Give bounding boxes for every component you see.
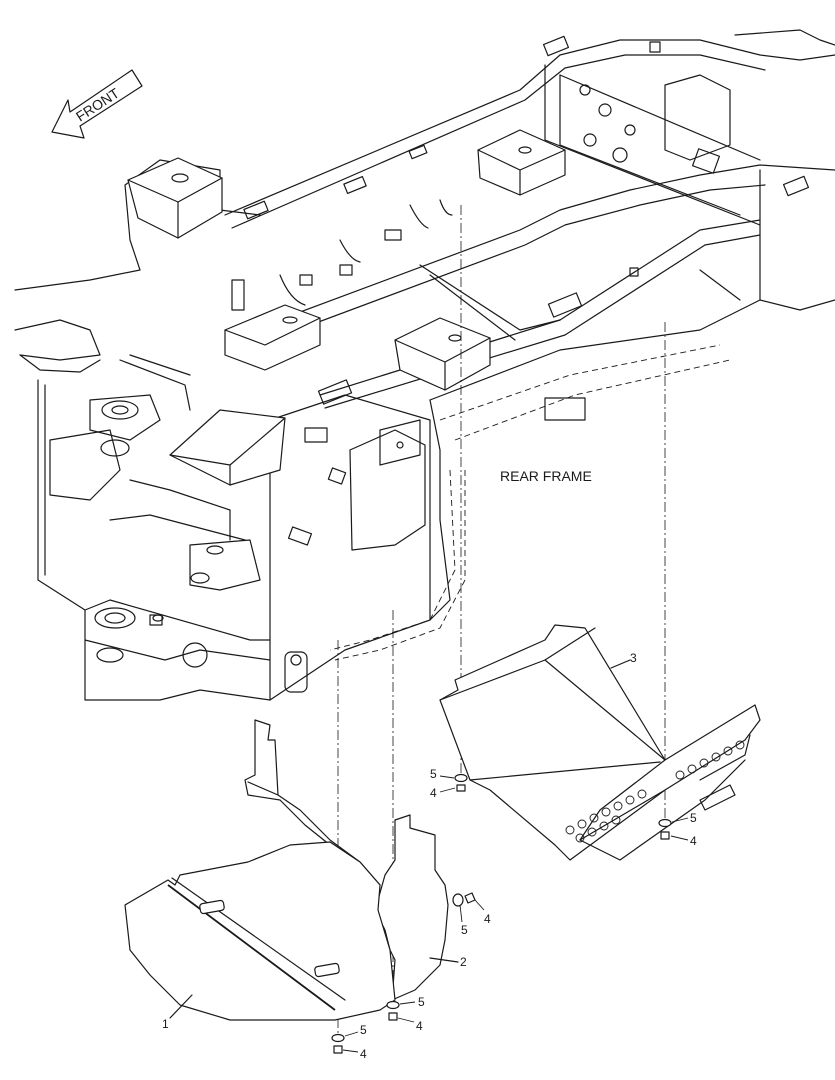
fastener-set-b: 5 4	[658, 811, 697, 848]
frame-label: REAR FRAME	[500, 468, 592, 484]
callout-4-a: 4	[430, 786, 437, 800]
callout-4-d: 4	[416, 1019, 423, 1033]
fastener-set-a: 5 4	[430, 767, 468, 800]
callout-4-e: 4	[360, 1047, 367, 1061]
front-arrow: FRONT	[51, 69, 143, 139]
callout-3: 3	[630, 651, 637, 665]
washer-d	[386, 1000, 400, 1010]
fastener-set-c: 5 4	[452, 892, 491, 937]
washer-a	[454, 773, 468, 783]
bolt-d	[388, 1012, 398, 1021]
washer-b	[658, 818, 672, 828]
bolt-a	[456, 784, 466, 792]
callout-4-c: 4	[484, 912, 491, 926]
washer-c	[452, 893, 464, 907]
cover-3: 3	[439, 624, 761, 861]
fastener-set-e: 5 4	[331, 1023, 367, 1061]
cover-1: 1	[124, 841, 396, 1031]
callout-4-b: 4	[690, 834, 697, 848]
callout-2: 2	[460, 955, 467, 969]
bolt-e	[333, 1045, 343, 1054]
rear-frame	[14, 29, 835, 701]
cover-3-perforations	[565, 740, 745, 843]
rail-tabs	[149, 35, 810, 693]
callout-1: 1	[162, 1017, 169, 1031]
callout-5-b: 5	[690, 811, 697, 825]
fastener-set-d: 5 4	[386, 995, 425, 1033]
callout-5-e: 5	[360, 1023, 367, 1037]
bolt-b	[660, 831, 670, 840]
callout-5-c: 5	[461, 923, 468, 937]
bolt-c	[464, 892, 476, 904]
washer-e	[331, 1033, 345, 1043]
callout-5-d: 5	[418, 995, 425, 1009]
callout-5-a: 5	[430, 767, 437, 781]
